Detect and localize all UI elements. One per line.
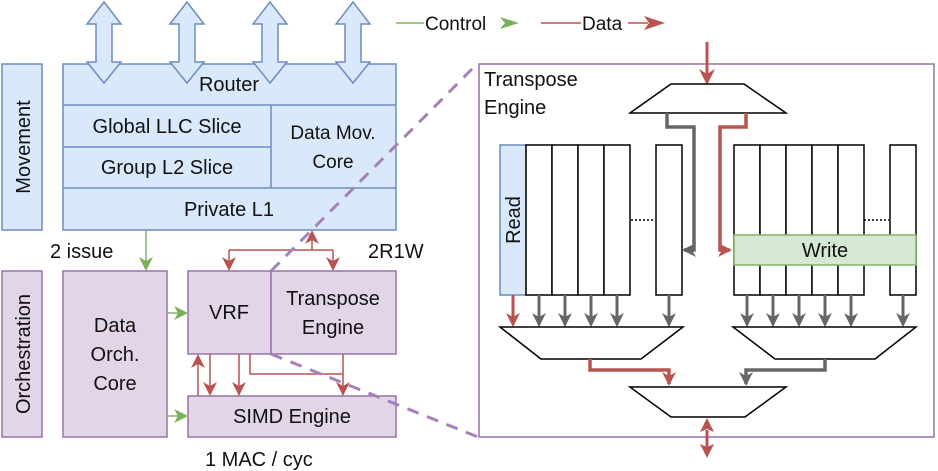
zoom-line-top — [269, 61, 480, 273]
mux-right-to-final-path — [739, 359, 827, 386]
mux-final — [627, 386, 789, 418]
bank-column — [889, 144, 917, 296]
data-mov-core-label-line1: Data Mov. — [290, 123, 375, 144]
output-arrow-up-icon — [700, 418, 714, 432]
router-ports — [85, 0, 372, 85]
zoom-callout-lines — [269, 61, 480, 439]
bank-column — [811, 144, 839, 296]
write-row — [733, 234, 917, 266]
data-orch-core-label-line3: Core — [93, 373, 136, 395]
demux-to-left-bank-path — [665, 113, 696, 257]
demux-to-write-path — [718, 113, 748, 257]
bank-column — [551, 144, 579, 296]
detail-title-line1: Transpose — [484, 69, 578, 91]
orchestration-side-label-box — [1, 270, 43, 438]
router-port-arrow-icon — [168, 0, 206, 85]
legend-data-arrow-icon — [644, 16, 665, 30]
data-bus-vrf-transpose — [249, 354, 343, 375]
demux-top — [627, 83, 789, 114]
read-column — [499, 144, 527, 296]
simd-engine-block — [187, 395, 397, 438]
ports-annotation: 2R1W — [368, 241, 424, 263]
bank-column — [733, 144, 761, 296]
data-orch-core-label-line2: Orch. — [91, 344, 140, 366]
transpose-engine-block — [270, 270, 397, 355]
transpose-engine-detail: Transpose Engine Read Write — [478, 42, 935, 458]
control-arrows — [139, 230, 188, 423]
mac-annotation: 1 MAC / cyc — [205, 449, 313, 471]
movement-side-label-box — [1, 63, 43, 231]
bank-column — [785, 144, 813, 296]
legend: Control Data — [396, 14, 665, 35]
bank-column — [655, 144, 683, 296]
right-bank: Write — [733, 144, 917, 296]
bank-column — [759, 144, 787, 296]
zoom-line-bottom — [270, 352, 479, 439]
mux-left-to-final-path — [588, 359, 676, 386]
orchestration-section: Orchestration Data Orch. Core VRF Transp… — [1, 270, 397, 438]
legend-control-label: Control — [425, 14, 486, 35]
data-mov-core-label-line2: Core — [312, 152, 353, 173]
transpose-engine-label-line1: Transpose — [286, 288, 380, 310]
legend-data-label: Data — [582, 14, 623, 35]
vrf-label: VRF — [209, 302, 249, 324]
movement-section: Movement Router Global LLC Slice Group L… — [1, 0, 397, 231]
bank-column — [525, 144, 553, 296]
transpose-engine-label-line2: Engine — [302, 317, 364, 339]
simd-engine-label: SIMD Engine — [233, 406, 351, 428]
output-arrow-down-icon — [700, 444, 714, 458]
router-label: Router — [199, 74, 259, 96]
group-l2-label: Group L2 Slice — [101, 157, 233, 179]
global-llc-label: Global LLC Slice — [93, 116, 242, 138]
movement-side-label: Movement — [13, 100, 35, 194]
bank-column — [603, 144, 631, 296]
data-orch-core-block — [62, 270, 168, 438]
orchestration-side-label: Orchestration — [13, 294, 35, 414]
legend-control-arrow-icon — [500, 17, 519, 29]
vrf-block — [187, 270, 272, 355]
mux-right — [730, 326, 919, 360]
private-l1-label: Private L1 — [184, 199, 274, 221]
detail-title-line2: Engine — [484, 97, 546, 119]
issue-annotation: 2 issue — [50, 241, 113, 263]
data-arrows — [191, 230, 350, 396]
router-port-arrow-icon — [251, 0, 289, 85]
bank-column — [837, 144, 865, 296]
read-label: Read — [503, 196, 525, 244]
mux-left — [497, 326, 686, 360]
router-port-arrow-icon — [334, 0, 372, 85]
data-orch-core-label-line1: Data — [94, 315, 137, 337]
router-port-arrow-icon — [85, 0, 123, 85]
bank-column — [577, 144, 605, 296]
write-label: Write — [802, 240, 848, 262]
